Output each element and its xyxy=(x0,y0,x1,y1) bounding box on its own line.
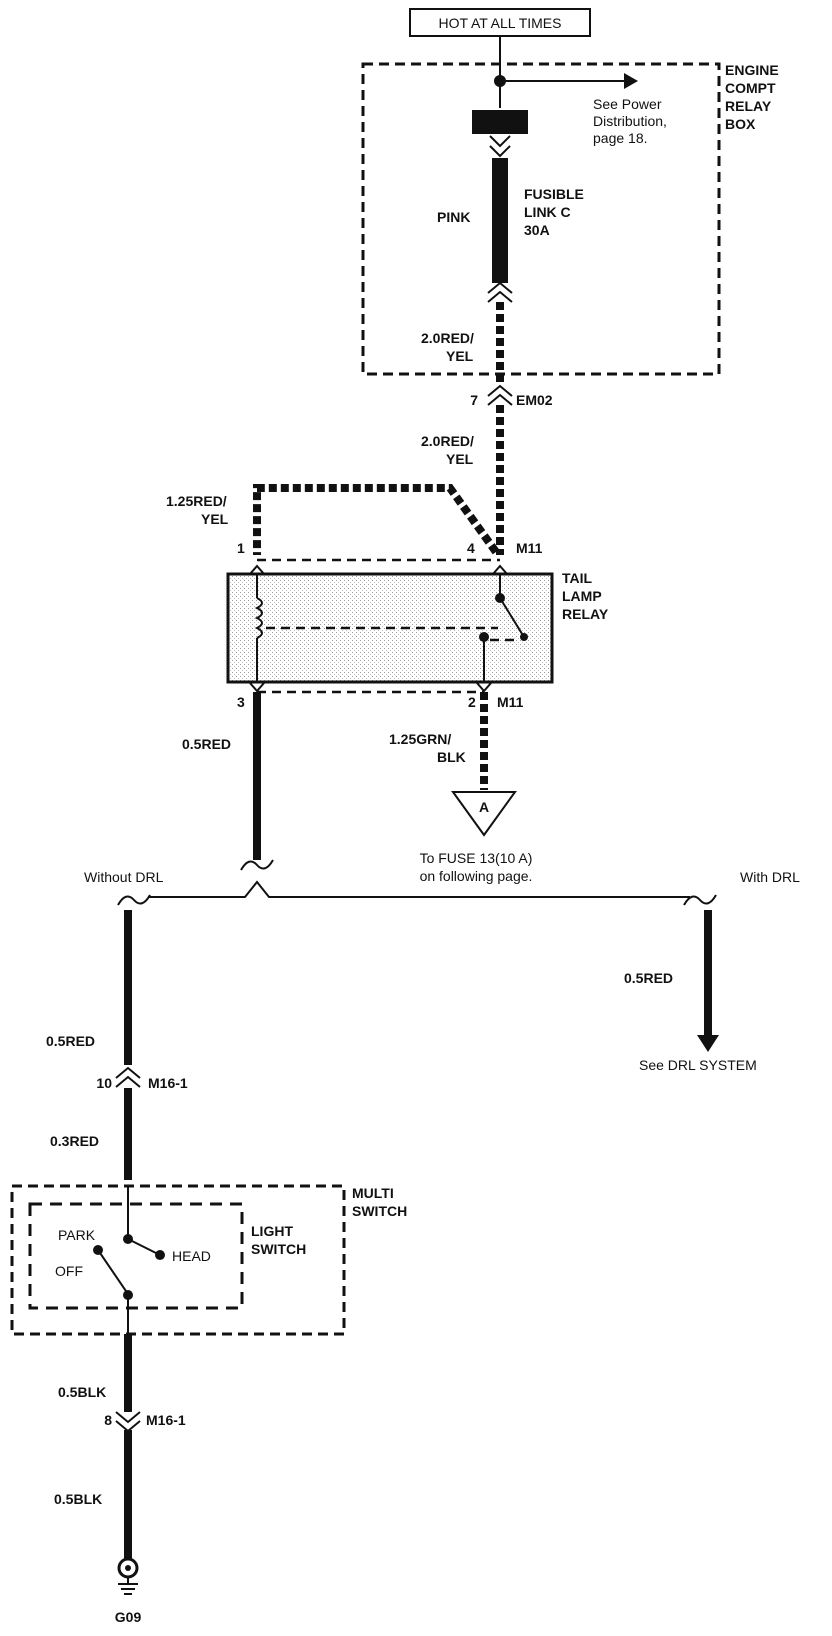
relay-name-line-2: LAMP xyxy=(562,588,602,604)
multi-switch-outline xyxy=(10,1184,346,1336)
ground-wire-label-1: 0.5BLK xyxy=(58,1384,106,1400)
hot-at-all-times-text: HOT AT ALL TIMES xyxy=(439,15,562,31)
connector-a-triangle-icon xyxy=(451,791,517,837)
multi-switch-name-line-2: SWITCH xyxy=(352,1203,407,1219)
switch-position-head: HEAD xyxy=(172,1248,211,1264)
switch-position-park: PARK xyxy=(58,1227,96,1243)
relay-box-name-line-2: COMPT xyxy=(725,80,776,96)
relay-name-line-1: TAIL xyxy=(562,570,593,586)
relay-name-line-3: RELAY xyxy=(562,606,609,622)
fusible-link-c-icon xyxy=(492,158,508,283)
em02-wire-label-line-2: YEL xyxy=(446,451,474,467)
option-split-line xyxy=(148,880,690,898)
power-distribution-note-line-1: See Power xyxy=(593,96,662,112)
fusible-link-name-line-3: 30A xyxy=(524,222,550,238)
fuse-color-label: PINK xyxy=(437,209,470,225)
relay-box-name-line-4: BOX xyxy=(725,116,756,132)
wire-break-icon xyxy=(240,859,274,871)
ground-name: G09 xyxy=(115,1609,142,1625)
pin2-wire-label-line-1: 1.25GRN/ xyxy=(389,731,451,747)
connector-m16-1-top-pin: 10 xyxy=(96,1075,112,1091)
connector-m16-1-top: 10 M16-1 xyxy=(96,1066,188,1091)
connector-em02-pin: 7 xyxy=(470,392,478,408)
ground-wire-label-2: 0.5BLK xyxy=(54,1491,102,1507)
connector-m16-1-top-icon xyxy=(115,1066,141,1079)
light-switch-name-line-1: LIGHT xyxy=(251,1223,293,1239)
fuse-holder-block xyxy=(472,110,528,134)
relay-connector-top: M11 xyxy=(516,540,543,556)
multi-switch: MULTI SWITCH LIGHT SWITCH PARK OFF HEAD xyxy=(10,1184,407,1336)
tail-lamp-relay: 1 4 M11 TAIL LAMP RELAY 3 2 M11 xyxy=(226,540,609,710)
fusible-link-name-line-1: FUSIBLE xyxy=(524,186,584,202)
connector-a-note-line-2: on following page. xyxy=(420,868,533,884)
relay-switch-contact xyxy=(499,597,525,638)
connector-m16-1-bottom: 8 M16-1 xyxy=(104,1411,186,1433)
power-distribution-arrow-icon xyxy=(624,73,638,89)
relay-box-wire-label-line-2: YEL xyxy=(446,348,474,364)
drl-wire-label: 0.5RED xyxy=(624,970,673,986)
multi-switch-name-line-1: MULTI xyxy=(352,1185,394,1201)
engine-compt-relay-box: ENGINE COMPT RELAY BOX See Power Distrib… xyxy=(361,36,779,385)
switch-head-contact xyxy=(155,1250,165,1260)
switch-position-off: OFF xyxy=(55,1263,83,1279)
connector-m16-1-bottom-pin: 8 xyxy=(104,1412,112,1428)
drl-option-bar: Without DRL With DRL xyxy=(84,869,800,906)
connector-em02-icon xyxy=(487,384,513,397)
drl-arrow-icon xyxy=(697,1035,719,1052)
wire-1-25-red-yel xyxy=(253,484,500,555)
pin3-wire-label: 0.5RED xyxy=(182,736,231,752)
drl-system-note: See DRL SYSTEM xyxy=(639,1057,757,1073)
relay-box-wire-label-line-1: 2.0RED/ xyxy=(421,330,474,346)
connector-m16-1-top-name: M16-1 xyxy=(148,1075,188,1091)
connector-em02: 7 EM02 xyxy=(470,384,553,408)
connector-a-letter: A xyxy=(479,799,489,815)
relay-pin-4: 4 xyxy=(467,540,475,556)
switch-park-contact xyxy=(123,1234,133,1244)
relay-pin-3: 3 xyxy=(237,694,245,710)
connector-m16-1-bottom-icon xyxy=(115,1411,141,1424)
pin2-wire-label-line-2: BLK xyxy=(437,749,466,765)
em02-wire-label-line-1: 2.0RED/ xyxy=(421,433,474,449)
option-with-drl: With DRL xyxy=(740,869,800,885)
relay-connector-bottom: M11 xyxy=(497,694,524,710)
connector-em02-name: EM02 xyxy=(516,392,553,408)
pin1-wire-label-line-1: 1.25RED/ xyxy=(166,493,227,509)
pin1-wire-label-line-2: YEL xyxy=(201,511,229,527)
connector-a-note-line-1: To FUSE 13(10 A) xyxy=(420,850,533,866)
relay-coil-icon xyxy=(254,597,263,639)
fuse-terminal-chevron xyxy=(489,135,511,148)
relay-box-outline xyxy=(361,62,721,376)
light-switch-lever xyxy=(97,1249,129,1295)
connector-a: A To FUSE 13(10 A) on following page. xyxy=(420,791,533,884)
fusible-link-name-line-2: LINK C xyxy=(524,204,571,220)
power-source-label: HOT AT ALL TIMES xyxy=(409,8,591,37)
power-distribution-note-line-3: page 18. xyxy=(593,130,648,146)
power-distribution-note-line-2: Distribution, xyxy=(593,113,667,129)
ground-g09: G09 xyxy=(115,1557,142,1625)
light-switch-name-line-2: SWITCH xyxy=(251,1241,306,1257)
relay-pin-1: 1 xyxy=(237,540,245,556)
light-switch-outline xyxy=(28,1202,244,1310)
connector-m16-1-bottom-name: M16-1 xyxy=(146,1412,186,1428)
relay-pin-2: 2 xyxy=(468,694,476,710)
left-wire-label-2: 0.3RED xyxy=(50,1133,99,1149)
relay-box-name-line-3: RELAY xyxy=(725,98,772,114)
relay-box-name-line-1: ENGINE xyxy=(725,62,779,78)
left-wire-label-1: 0.5RED xyxy=(46,1033,95,1049)
option-without-drl: Without DRL xyxy=(84,869,164,885)
